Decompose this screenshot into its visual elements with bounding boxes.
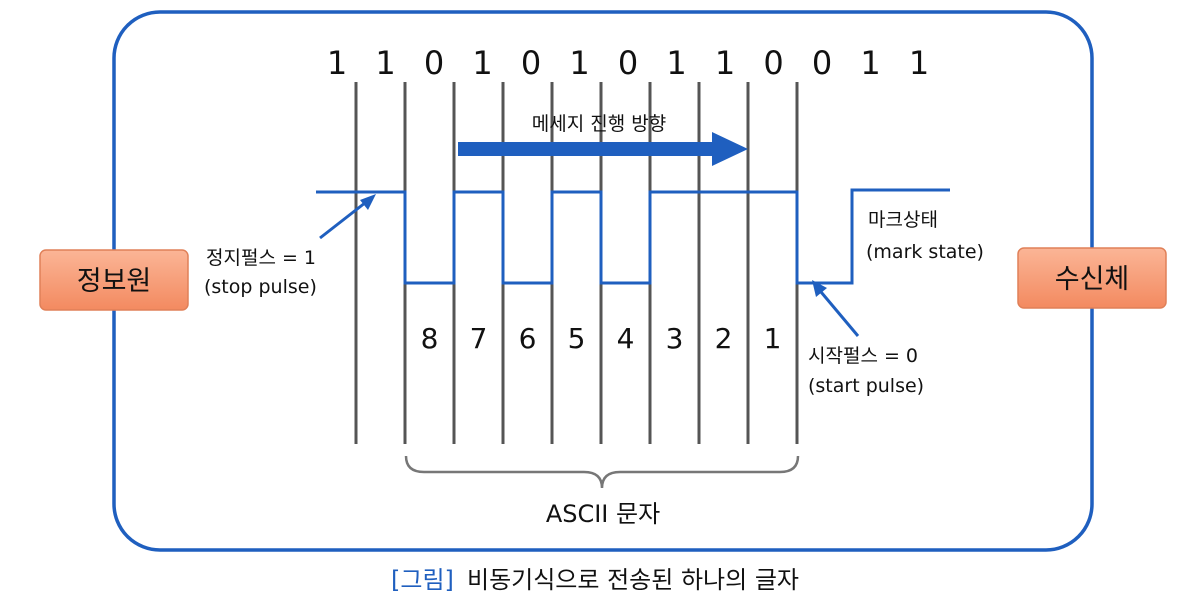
stop-pulse-label: 정지펄스 = 1: [206, 247, 316, 269]
ascii-label: ASCII 문자: [546, 500, 660, 528]
bit-value: 0: [812, 44, 832, 82]
stop-pulse-label-en: (stop pulse): [204, 276, 317, 298]
start-pulse-arrowhead-icon: [812, 280, 827, 297]
timing-lines: [354, 82, 799, 444]
stop-pulse-annotation: 정지펄스 = 1 (stop pulse): [204, 194, 376, 298]
start-pulse-label: 시작펄스 = 0: [808, 345, 918, 367]
mark-state-label-en: (mark state): [866, 241, 984, 263]
figure-caption: [그림] 비동기식으로 전송된 하나의 글자: [391, 566, 799, 594]
bit-position-number: 7: [470, 322, 488, 355]
bit-position-number: 2: [715, 322, 733, 355]
direction-label: 메세지 진행 방향: [532, 113, 666, 135]
sender-label: 정보원: [77, 266, 152, 297]
receiver-box: 수신체: [1017, 247, 1167, 309]
caption-text: 비동기식으로 전송된 하나의 글자: [467, 566, 799, 594]
signal-waveform: [316, 188, 950, 285]
caption-bracket: [그림]: [391, 566, 454, 594]
bit-position-number: 4: [617, 322, 635, 355]
bit-value: 1: [472, 44, 492, 82]
sender-box: 정보원: [39, 249, 189, 311]
bit-position-number: 5: [568, 322, 586, 355]
bit-value: 1: [569, 44, 589, 82]
bit-position-number: 8: [421, 322, 439, 355]
bit-value: 1: [666, 44, 686, 82]
start-pulse-label-en: (start pulse): [808, 375, 924, 397]
bit-value: 1: [327, 44, 347, 82]
start-pulse-annotation: 시작펄스 = 0 (start pulse): [808, 280, 924, 397]
bit-value: 1: [375, 44, 395, 82]
mark-state-label: 마크상태: [868, 209, 938, 231]
receiver-label: 수신체: [1055, 264, 1130, 295]
bit-value: 0: [424, 44, 444, 82]
bit-value: 1: [909, 44, 929, 82]
bit-position-number: 3: [666, 322, 684, 355]
bit-value: 1: [715, 44, 735, 82]
bit-position-number: 1: [764, 322, 782, 355]
stop-pulse-arrowhead-icon: [360, 194, 376, 210]
bit-position-number: 6: [519, 322, 537, 355]
bit-value: 1: [860, 44, 880, 82]
ascii-brace: [404, 455, 800, 489]
direction-arrow: [458, 132, 748, 166]
bit-value: 0: [521, 44, 541, 82]
bit-value: 0: [763, 44, 783, 82]
bit-value: 0: [618, 44, 638, 82]
